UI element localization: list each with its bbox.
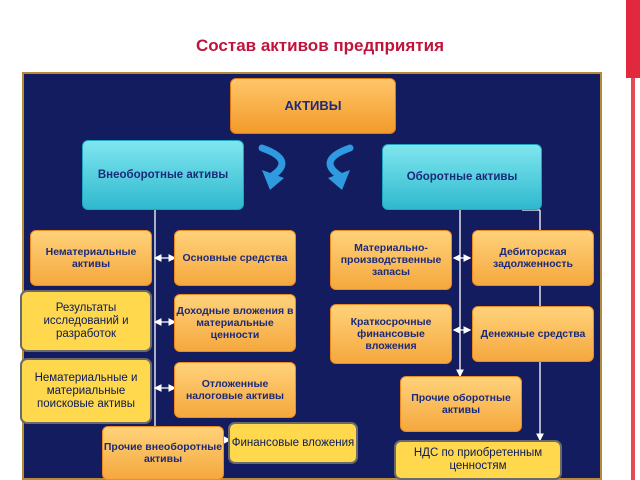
node-rezult: Результаты исследований и разработок [20,290,152,352]
node-denezh: Денежные средства [472,306,594,362]
node-kratko: Краткосрочные финансовые вложения [330,304,452,364]
decorative-red-bar [626,0,640,78]
decorative-red-line [631,78,635,480]
node-otlozh: Отложенные налоговые активы [174,362,296,418]
node-nemat: Нематериальные активы [30,230,152,286]
node-finans: Финансовые вложения [228,422,358,464]
node-osnov: Основные средства [174,230,296,286]
page-title: Состав активов предприятия [196,36,444,55]
node-prochie-vn: Прочие внеоборотные активы [102,426,224,480]
node-dohod: Доходные вложения в материальные ценност… [174,294,296,352]
arrow-left-head [262,170,284,190]
node-poisk: Нематериальные и материальные поисковые … [20,358,152,424]
node-ob: Оборотные активы [382,144,542,210]
arrow-left-curve [258,144,286,180]
arrow-right-curve [326,144,354,180]
node-nds: НДС по приобретенным ценностям [394,440,562,480]
node-aktivy: АКТИВЫ [230,78,396,134]
node-debitor: Дебиторская задолженность [472,230,594,286]
node-vneob: Внеоборотные активы [82,140,244,210]
arrow-right-head [328,170,350,190]
node-zapasy: Материально-производственные запасы [330,230,452,290]
node-prochie-ob: Прочие оборотные активы [400,376,522,432]
